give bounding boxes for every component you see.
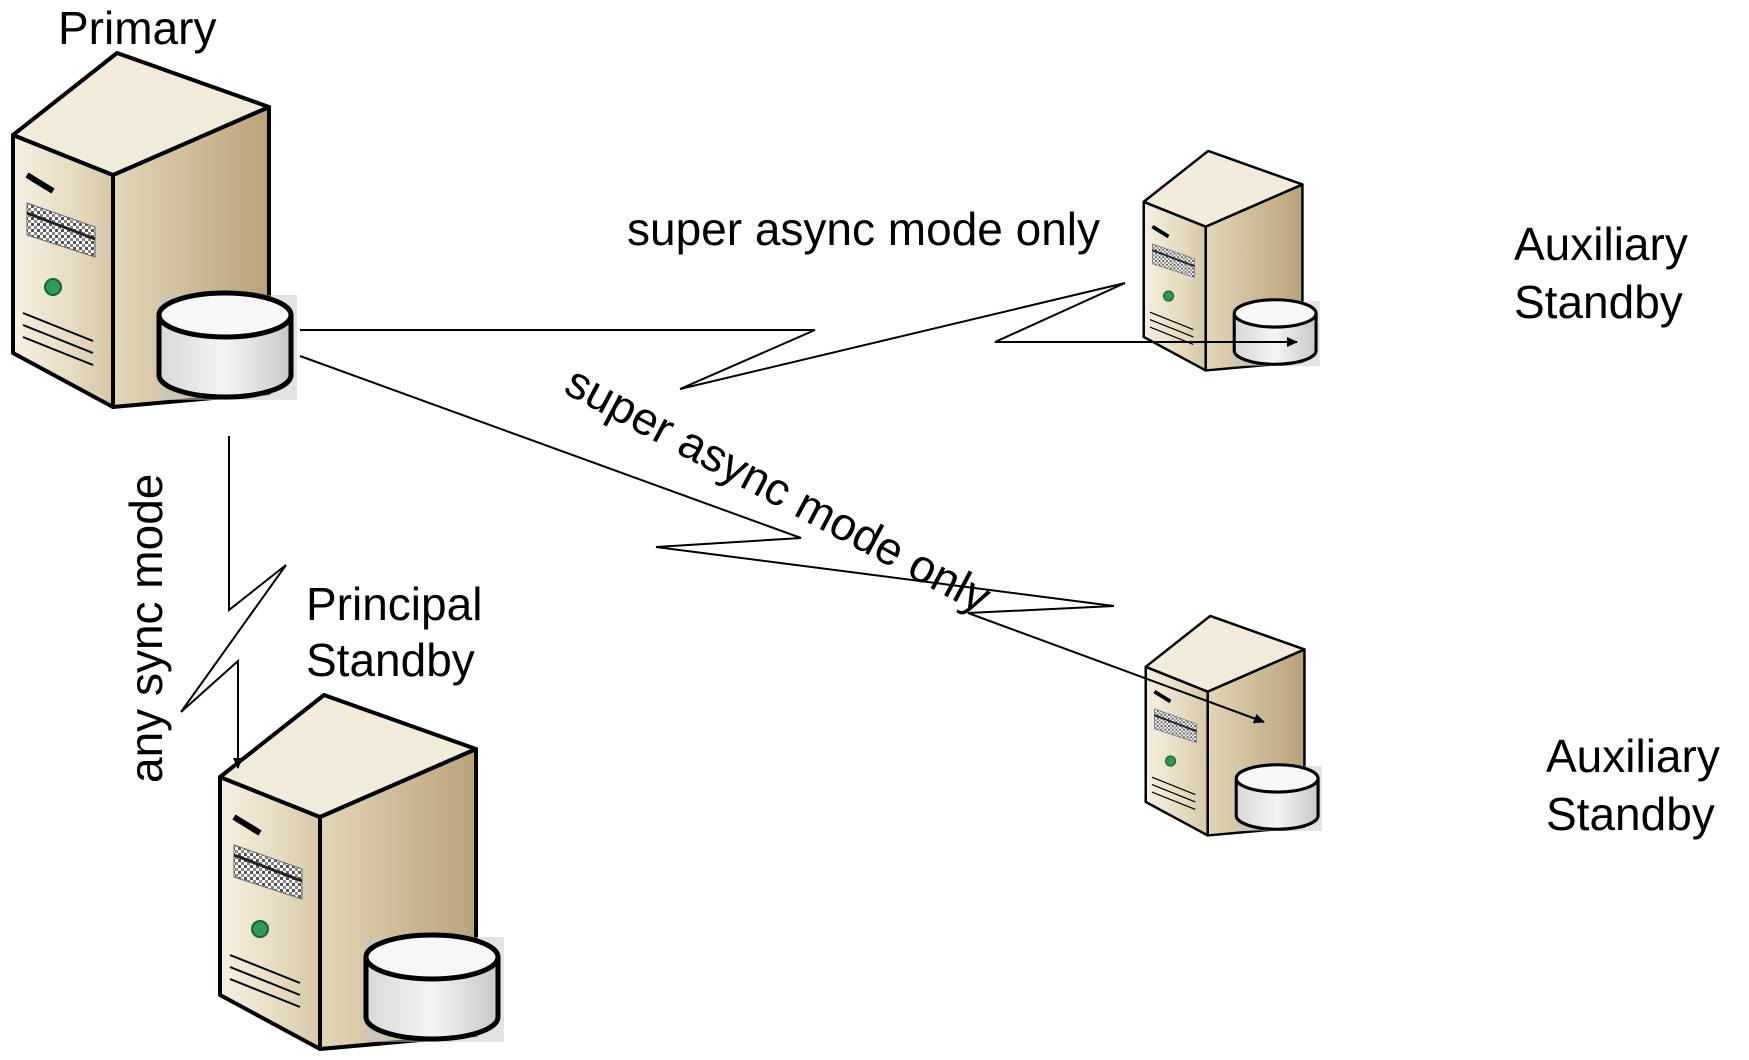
link-primary-to-auxiliary-2	[299, 355, 1265, 724]
auxiliary-standby-1-server-icon	[1141, 149, 1322, 373]
link-primary-to-auxiliary-1	[300, 282, 1298, 390]
link-label-auxiliary-2: super async mode only	[557, 355, 999, 623]
principal-standby-label-line1: Principal	[306, 578, 482, 630]
link-label-auxiliary-1: super async mode only	[627, 203, 1100, 255]
auxiliary-standby-2-server-icon	[1143, 614, 1324, 838]
link-primary-to-principal	[180, 436, 287, 769]
principal-standby-server-icon	[220, 695, 504, 1049]
primary-server-icon	[13, 53, 297, 407]
auxiliary-standby-2-label-line1: Auxiliary	[1546, 730, 1720, 782]
auxiliary-standby-1-label-line1: Auxiliary	[1514, 218, 1688, 270]
principal-standby-label-line2: Standby	[306, 634, 475, 686]
auxiliary-standby-1-label-line2: Standby	[1514, 276, 1683, 328]
link-label-principal: any sync mode	[120, 474, 172, 783]
auxiliary-standby-2-label-line2: Standby	[1546, 788, 1715, 840]
primary-label: Primary	[58, 2, 216, 54]
